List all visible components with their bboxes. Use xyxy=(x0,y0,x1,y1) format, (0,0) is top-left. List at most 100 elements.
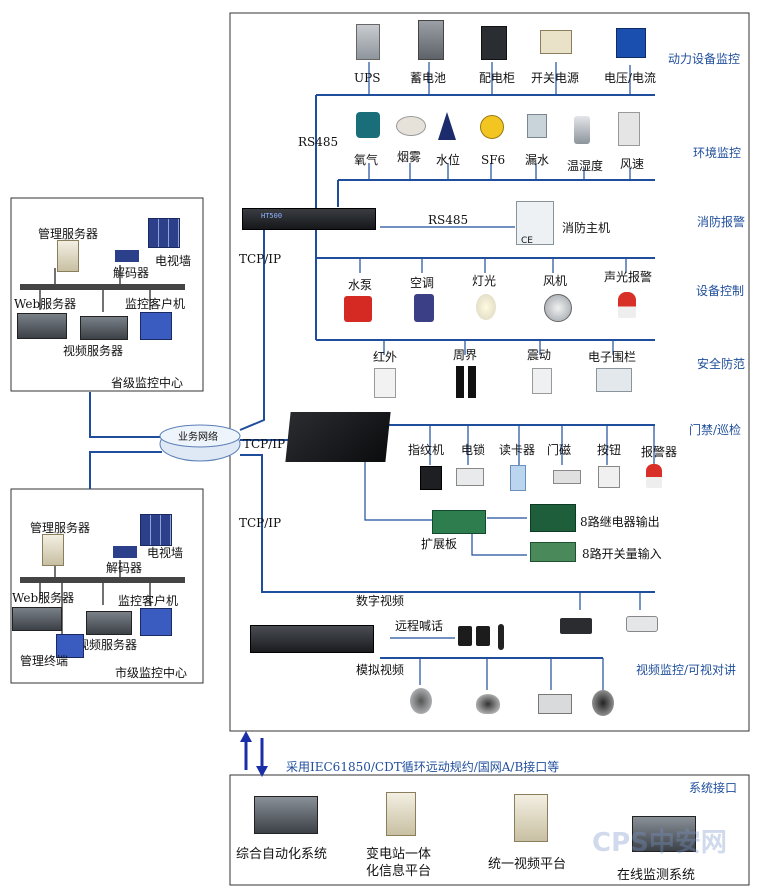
city-client-icon xyxy=(140,608,172,636)
perimeter-beam-icon xyxy=(456,366,464,398)
leak-sensor-icon xyxy=(527,114,547,138)
interface-system-1: 变电站一体 xyxy=(366,847,432,862)
digital-cam-drops xyxy=(579,592,641,610)
analog-video-label: 模拟视频 xyxy=(356,663,405,677)
access-device-1: 电锁 xyxy=(461,443,486,457)
box-camera-icon-2 xyxy=(538,694,572,714)
bullet-camera-icon xyxy=(626,616,658,632)
speaker-icon-left xyxy=(458,626,472,646)
security-device-1: 周界 xyxy=(453,348,478,362)
env-device-3: SF6 xyxy=(481,153,506,167)
switch-input-label: 8路开关量输入 xyxy=(582,547,662,561)
env-device-0: 氧气 xyxy=(354,153,379,167)
city-decoder-icon xyxy=(113,546,137,558)
interface-protocol-label: 采用IEC61850/CDT循环远动规约/国网A/B接口等 xyxy=(286,760,560,774)
electric-lock-icon xyxy=(456,468,484,486)
video-platform-icon xyxy=(514,794,548,842)
tcpip-label-2: TCP/IP xyxy=(239,516,282,530)
light-bulb-icon xyxy=(476,294,496,320)
microphone-icon xyxy=(498,624,504,650)
perimeter-beam-icon-2 xyxy=(468,366,476,398)
province-video-label: 视频服务器 xyxy=(63,344,124,358)
main-frame xyxy=(229,12,750,732)
expansion-board-label: 扩展板 xyxy=(421,537,458,551)
analog-drops xyxy=(419,658,604,690)
city-terminal-label: 管理终端 xyxy=(20,654,69,668)
city-wall-label: 电视墙 xyxy=(147,546,184,560)
expansion-board-icon xyxy=(432,510,486,534)
interface-system-0: 综合自动化系统 xyxy=(236,847,328,862)
dome-camera-icon-2 xyxy=(476,694,500,714)
province-lan-bus xyxy=(20,284,185,290)
env-drops xyxy=(368,163,631,180)
interface-frame xyxy=(229,774,750,886)
env-device-6: 风速 xyxy=(620,157,645,171)
city-lan-bus xyxy=(20,577,185,583)
controller-to-network xyxy=(239,228,265,431)
province-decoder-label: 解码器 xyxy=(113,266,150,280)
access-drops xyxy=(429,425,655,465)
city-mgmt-server-icon xyxy=(42,534,64,566)
fire-host-label: 消防主机 xyxy=(562,221,611,235)
oxygen-sensor-icon xyxy=(356,112,380,138)
equip-section-label: 设备控制 xyxy=(696,284,745,298)
power-device-2: 配电柜 xyxy=(479,71,516,85)
power-drops xyxy=(368,62,631,95)
vibration-sensor-icon xyxy=(532,368,552,394)
equip-device-2: 灯光 xyxy=(472,274,497,288)
fire-section-label: 消防报警 xyxy=(697,215,746,229)
province-wall-label: 电视墙 xyxy=(155,254,192,268)
relay-output-label: 8路继电器输出 xyxy=(580,515,660,529)
temp-humidity-icon xyxy=(574,116,590,144)
business-network-label: 业务网络 xyxy=(178,432,218,443)
province-frame xyxy=(10,197,204,392)
city-frame xyxy=(10,488,204,684)
city-web-server-icon xyxy=(12,607,62,631)
env-bus xyxy=(337,179,655,207)
network-to-video xyxy=(240,454,655,593)
province-client-icon xyxy=(140,312,172,340)
remote-talk-label: 远程喊话 xyxy=(395,619,444,633)
access-device-4: 按钮 xyxy=(597,443,622,457)
power-device-4: 电压/电流 xyxy=(604,71,657,85)
security-device-2: 震动 xyxy=(527,348,552,362)
interface-arrow-shafts xyxy=(244,738,264,770)
access-device-5: 报警器 xyxy=(641,445,678,459)
city-drops xyxy=(39,560,151,640)
city-client-label: 监控客户机 xyxy=(118,594,179,608)
network-cloud-top xyxy=(159,424,241,448)
door-magnet-icon xyxy=(553,470,581,484)
env-section-label: 环境监控 xyxy=(693,146,742,160)
alarm-icon xyxy=(646,464,662,488)
city-decoder-label: 解码器 xyxy=(106,561,143,575)
city-web-label: Web服务器 xyxy=(12,591,75,605)
box-camera-icon xyxy=(560,618,592,634)
province-drops xyxy=(39,265,151,312)
ht500-label: HT500 xyxy=(261,212,283,220)
env-device-4: 漏水 xyxy=(525,153,550,167)
switch-input-icon xyxy=(530,542,576,562)
security-device-3: 电子围栏 xyxy=(588,350,637,364)
province-video-server-icon xyxy=(80,316,128,340)
access-controller xyxy=(285,412,391,462)
security-section-label: 安全防范 xyxy=(697,357,746,371)
sound-light-alarm-icon xyxy=(618,292,636,318)
switch-power-icon xyxy=(540,30,572,54)
security-drops xyxy=(383,340,614,355)
city-video-server-icon xyxy=(86,611,132,635)
smoke-sensor-icon xyxy=(396,116,426,136)
automation-system-icon xyxy=(254,796,318,834)
equip-device-1: 空调 xyxy=(410,276,435,290)
access-device-0: 指纹机 xyxy=(408,443,445,457)
fan-icon xyxy=(544,294,572,322)
interface-system-3: 统一视频平台 xyxy=(488,857,567,872)
access-section-label: 门禁/巡检 xyxy=(689,423,742,437)
city-tv-wall-icon xyxy=(140,514,172,546)
network-to-province xyxy=(89,392,162,438)
battery-icon xyxy=(418,20,444,60)
interface-system-2: 化信息平台 xyxy=(366,864,432,879)
fire-ce-mark: CE xyxy=(521,236,533,246)
card-reader-icon xyxy=(510,465,526,491)
